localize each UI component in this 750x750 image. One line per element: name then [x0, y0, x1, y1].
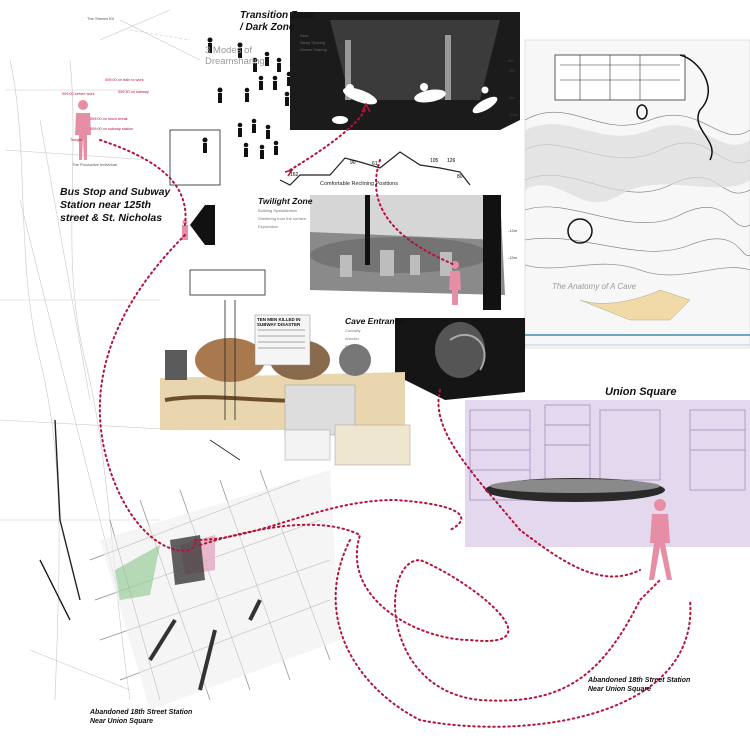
angle-label: 61 [372, 161, 378, 167]
bus-stop-title: Bus Stop and Subway Station near 125th s… [60, 186, 171, 224]
anatomy-of-cave-label: The Anatomy of A Cave [552, 282, 637, 291]
transition-note: Sleep Sharing [300, 40, 326, 45]
transition-zone-title: Transition Zone / Dark Zone [240, 10, 315, 33]
transition-note: Dream Sharing [300, 47, 327, 52]
stream-kit-label: The Stream Kit [87, 16, 114, 21]
figure-annotation: 009:00 on train to work [105, 78, 144, 82]
angle-label: 80 [457, 174, 463, 180]
figure-annotation: 009:00 before work [62, 92, 95, 96]
cave-entrance-note: Relaxing [345, 344, 361, 349]
twilight-note: Exploration [258, 224, 279, 229]
cave-entrance-title: Cave Entrance [345, 316, 405, 326]
map-block-shade [100, 470, 340, 710]
three-modes-label: 3 Modes of Dreamsharing [205, 45, 265, 67]
figure-annotation: 009:00 on lunch break [90, 117, 128, 121]
cave-entrance-note: Wonder [345, 336, 359, 341]
abandoned-station-label-right: Abandoned 18th Street Station Near Union… [588, 677, 691, 693]
transition-note: Rest [300, 33, 309, 38]
section-level: 0m [508, 58, 514, 63]
section-level: -15m [508, 255, 518, 260]
union-square-title: Union Square [605, 386, 677, 398]
angle-label: 126 [447, 158, 456, 164]
figure-annotation: Tonight [70, 138, 83, 142]
route-lines [98, 109, 692, 728]
section-level: -10m [508, 112, 518, 117]
union-square-panel [465, 400, 750, 547]
section-level: -2m [508, 68, 515, 73]
reclining-positions-label: Comfortable Reclining Positions [320, 181, 398, 187]
manhattan-map [0, 9, 201, 701]
map-tracks [148, 599, 262, 691]
productive-individual-label: The Productive Individual [72, 162, 117, 167]
twilight-note: Building Spatialization [258, 208, 298, 213]
subway-lines [39, 419, 81, 621]
archival-arch-photo [195, 338, 265, 382]
section-level: -13m [508, 228, 518, 233]
dreamer-silhouettes [332, 83, 498, 124]
map-green-park [115, 545, 160, 600]
column-drawings [169, 129, 266, 461]
reclining-positions-strip [279, 151, 471, 186]
newspaper-clipping [254, 314, 311, 366]
cave-entrance-note: Curiosity [345, 328, 361, 333]
section-level: -6m [508, 95, 515, 100]
twilight-zone-title: Twilight Zone [258, 196, 313, 206]
figure-annotation: 009:30 on subway [118, 90, 149, 94]
section-structure [554, 54, 686, 101]
newspaper-headline: TEN MEN KILLED IN SUBWAY DISASTER [257, 317, 301, 327]
map-union-square-block [170, 535, 205, 585]
angle-label: 162 [290, 172, 299, 178]
abandoned-station-label-left: Abandoned 18th Street Station Near Union… [90, 709, 193, 725]
figure-annotation: 009:00 on subway station [90, 127, 134, 131]
archival-ticket [334, 424, 411, 466]
angle-label: 90 [350, 160, 356, 166]
section-void [567, 218, 593, 244]
angle-label: 105 [430, 158, 439, 164]
twilight-note: Sheltering from the surface [258, 216, 307, 221]
